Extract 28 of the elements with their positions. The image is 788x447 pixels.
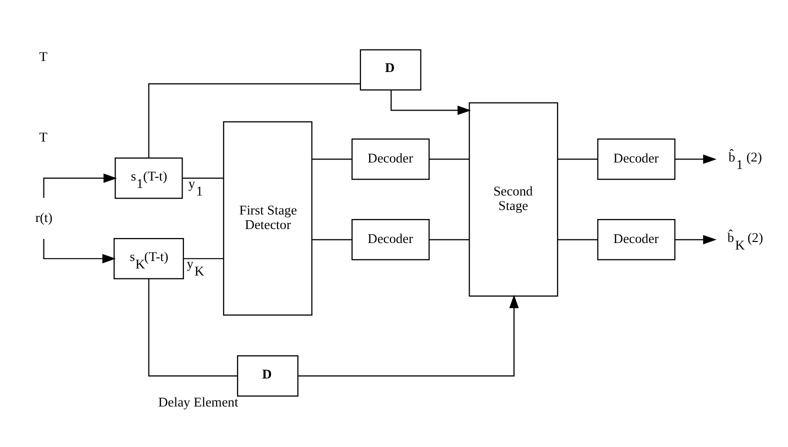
node-label: Delay Element [158,394,238,410]
connector [557,158,598,160]
node-box: Decoder [351,138,430,180]
node-box: Decoder [351,218,430,260]
arrow [42,173,116,198]
connector [312,158,352,160]
arrow [297,294,518,376]
arrow [42,238,116,263]
node-box: D [359,48,421,90]
connector [183,258,223,259]
node-text: r(t) [34,209,52,224]
node-box: Second Stage [468,102,558,296]
arrow [390,90,470,115]
connector [148,82,360,158]
connector [312,238,352,240]
connector [428,238,469,240]
node-box: Decoder [596,218,675,260]
connector [182,177,223,178]
connector [148,278,237,376]
connector [428,158,469,160]
node-box: D [236,354,298,396]
connector [557,238,598,240]
node-box: First Stage Detector [222,120,312,316]
label: T [38,48,47,64]
label: T [38,128,47,144]
arrow [674,154,716,164]
node-box: Decoder [596,138,675,180]
arrow [674,234,716,244]
